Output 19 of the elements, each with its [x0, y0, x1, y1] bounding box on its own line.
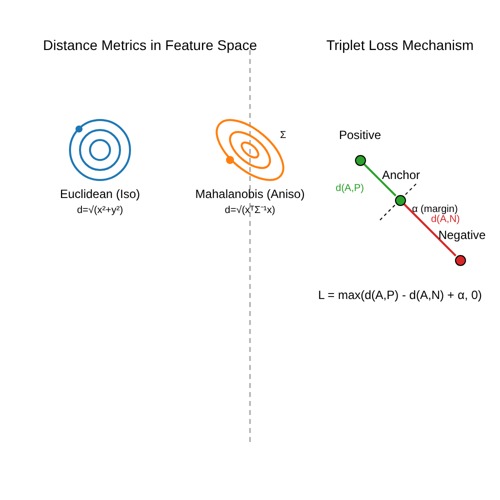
distance-line — [404, 204, 456, 256]
data-point — [394, 194, 406, 206]
point-label: Positive — [338, 129, 382, 142]
formula: d=√(x²+y²) — [76, 205, 124, 216]
margin-label: α (margin) — [412, 204, 458, 215]
point-label: Anchor — [382, 169, 420, 182]
data-point — [354, 154, 366, 166]
section-title: Distance Metrics in Feature Space — [43, 38, 257, 54]
point-label: Negative — [438, 229, 486, 242]
loss-formula: L = max(d(A,P) - d(A,N) + α, 0) — [318, 289, 482, 302]
section-title: Triplet Loss Mechanism — [326, 38, 474, 54]
distance-line — [364, 164, 396, 196]
metric-name: Mahalanobis (Aniso) — [195, 188, 305, 202]
metric-name: Euclidean (Iso) — [60, 188, 140, 202]
formula: d=√(xᵀΣ⁻¹x) — [224, 205, 276, 216]
matrix-symbol: Σ — [280, 130, 286, 141]
edge-label: d(A,P) — [336, 183, 364, 194]
data-point — [454, 254, 466, 266]
edge-label: d(A,N) — [431, 214, 460, 225]
